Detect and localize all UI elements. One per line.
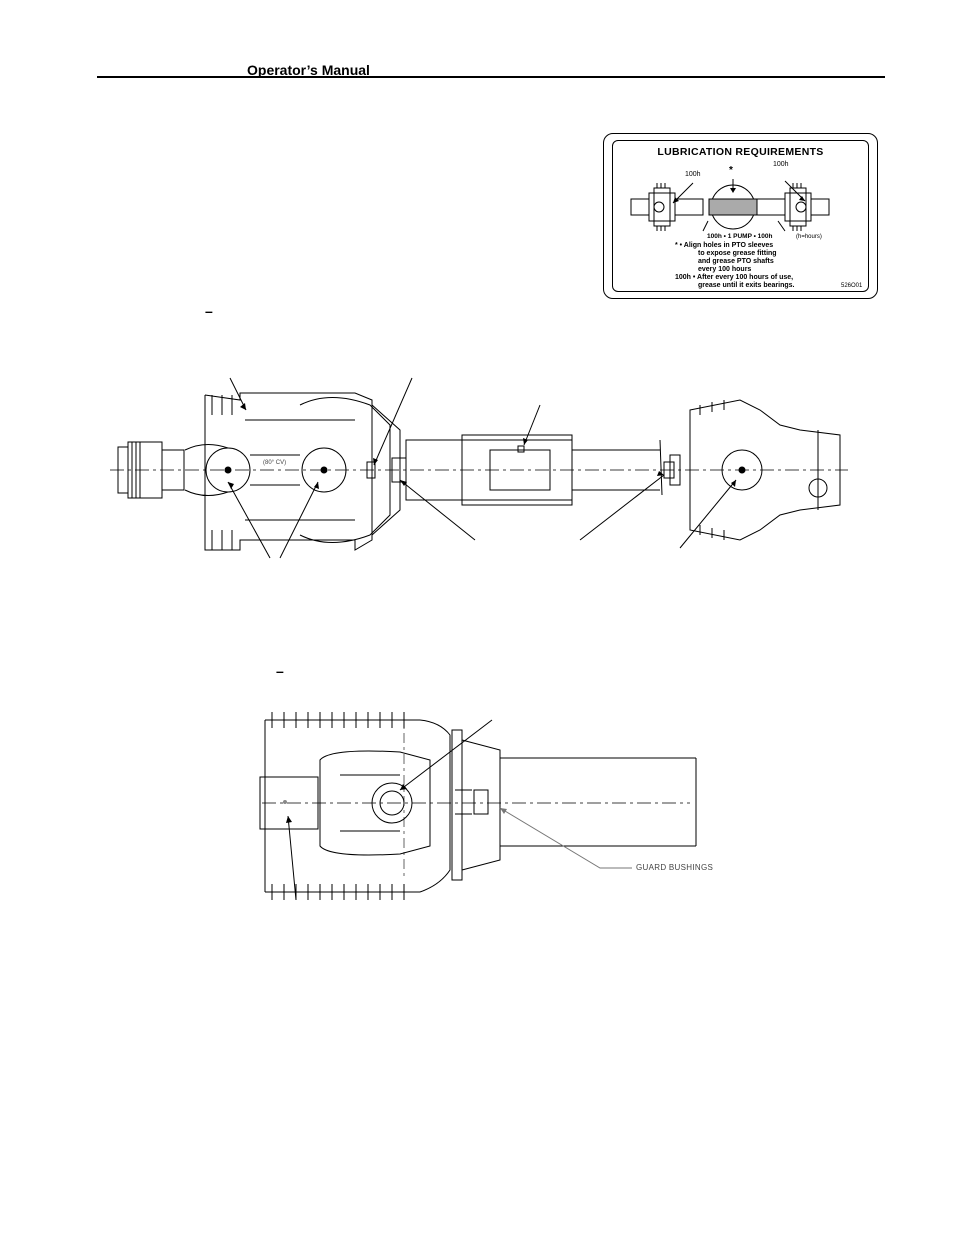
- figure2-caption-dash: –: [276, 663, 284, 679]
- decal-note2-line1: 100h • After every 100 hours of use,: [675, 274, 794, 281]
- decal-note1-line3: and grease PTO shafts: [698, 258, 774, 265]
- decal-title: LUBRICATION REQUIREMENTS: [657, 146, 824, 158]
- decal-part-number: 526O01: [841, 283, 863, 289]
- decal-border: LUBRICATION REQUIREMENTS 100h 100h *: [612, 140, 869, 292]
- header-rule: [97, 76, 885, 78]
- decal-hours-note: (h=hours): [796, 234, 822, 240]
- page-header-title: Operator’s Manual: [247, 62, 370, 78]
- decal-shaft-drawing: [630, 179, 830, 232]
- decal-note1-line4: every 100 hours: [698, 266, 752, 273]
- decal-asterisk: *: [729, 165, 733, 176]
- decal-100h-left: 100h: [685, 171, 701, 178]
- decal-pump-label: 100h • 1 PUMP • 100h: [707, 233, 773, 240]
- lubrication-decal: LUBRICATION REQUIREMENTS 100h 100h *: [603, 133, 878, 299]
- figure1-caption-dash: –: [205, 303, 213, 319]
- decal-note2-line2: grease until it exits bearings.: [698, 282, 795, 289]
- decal-100h-right: 100h: [773, 161, 789, 168]
- cv-angle-label: (80° CV): [263, 460, 287, 466]
- decal-note1-line1: * • Align holes in PTO sleeves: [675, 242, 774, 249]
- guard-bushings-label: GUARD BUSHINGS: [636, 863, 714, 872]
- decal-note1-line2: to expose grease fitting: [698, 250, 777, 257]
